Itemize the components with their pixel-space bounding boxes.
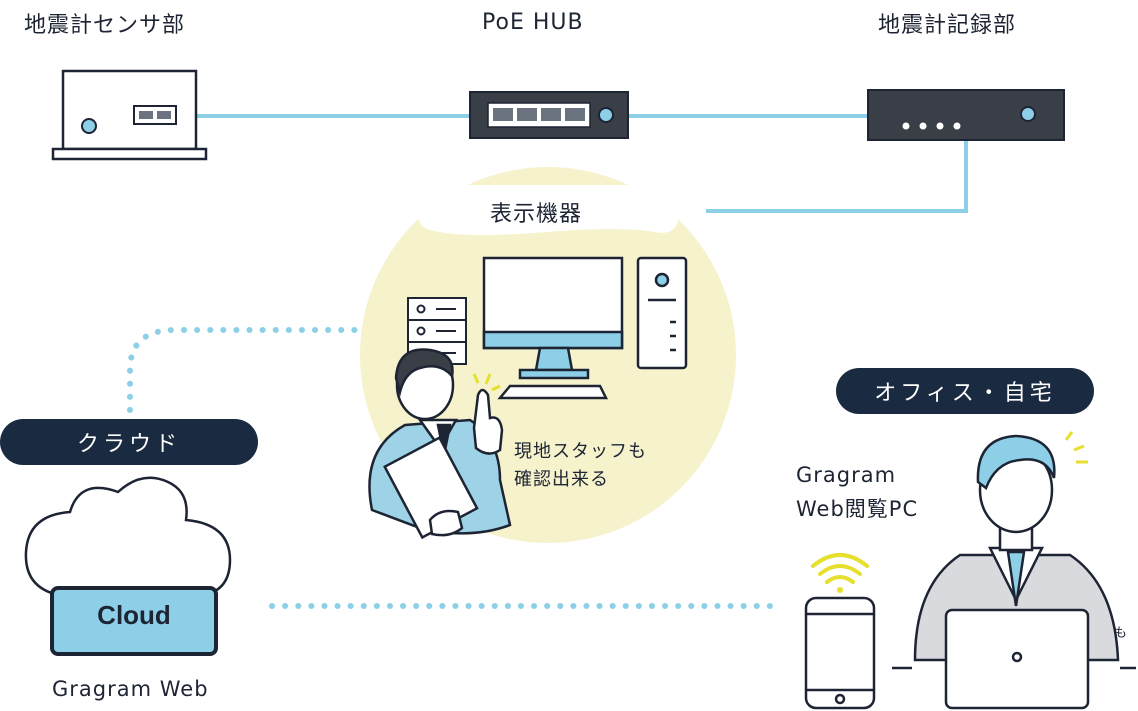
staff-caption-line1: 現地スタッフも (514, 441, 647, 462)
wired-connections (197, 114, 968, 213)
hub-led-icon (598, 107, 614, 123)
cloud-badge: クラウド (0, 419, 258, 465)
pc-tower-icon (636, 256, 688, 370)
recorder-to-display-line (706, 140, 968, 213)
hub-label: PoE HUB (482, 10, 584, 35)
staff-caption: 現地スタッフも 確認出来る (514, 438, 647, 494)
office-home-badge: オフィス・自宅 (836, 368, 1094, 414)
display-label-bubble (418, 185, 678, 235)
cloud-box (50, 586, 218, 656)
viewing-pc-caption: Gragram Web閲覧PC (796, 458, 918, 526)
sensor-led-icon (81, 118, 97, 134)
display-equipment-label: 表示機器 (490, 202, 583, 227)
staff-caption-line2: 確認出来る (514, 469, 609, 490)
viewing-pc-line1: Gragram (796, 463, 897, 487)
recorder-device (867, 89, 1065, 141)
poe-hub-device (469, 91, 629, 139)
office-worker-illustration (892, 431, 1136, 710)
monitor-icon (482, 256, 624, 400)
sensor-label: 地震計センサ部 (24, 13, 186, 38)
viewing-pc-line2: Web閲覧PC (796, 497, 919, 521)
cloud-box-label: Cloud (97, 600, 171, 630)
dotted-links (127, 327, 775, 609)
gragram-web-label: Gragram Web (52, 677, 209, 701)
smartphone-icon (804, 596, 876, 710)
sensor-port-icon (133, 105, 177, 125)
cloud-icon (24, 476, 232, 656)
edge-fragment-text: も (1114, 626, 1128, 641)
wifi-icon (811, 553, 869, 593)
recorder-label: 地震計記録部 (878, 13, 1017, 38)
local-staff-illustration (368, 348, 512, 540)
recorder-led-icon (1020, 106, 1036, 122)
cloud-to-display-dotted-link (127, 327, 368, 413)
seismometer-sensor-device (51, 69, 208, 161)
